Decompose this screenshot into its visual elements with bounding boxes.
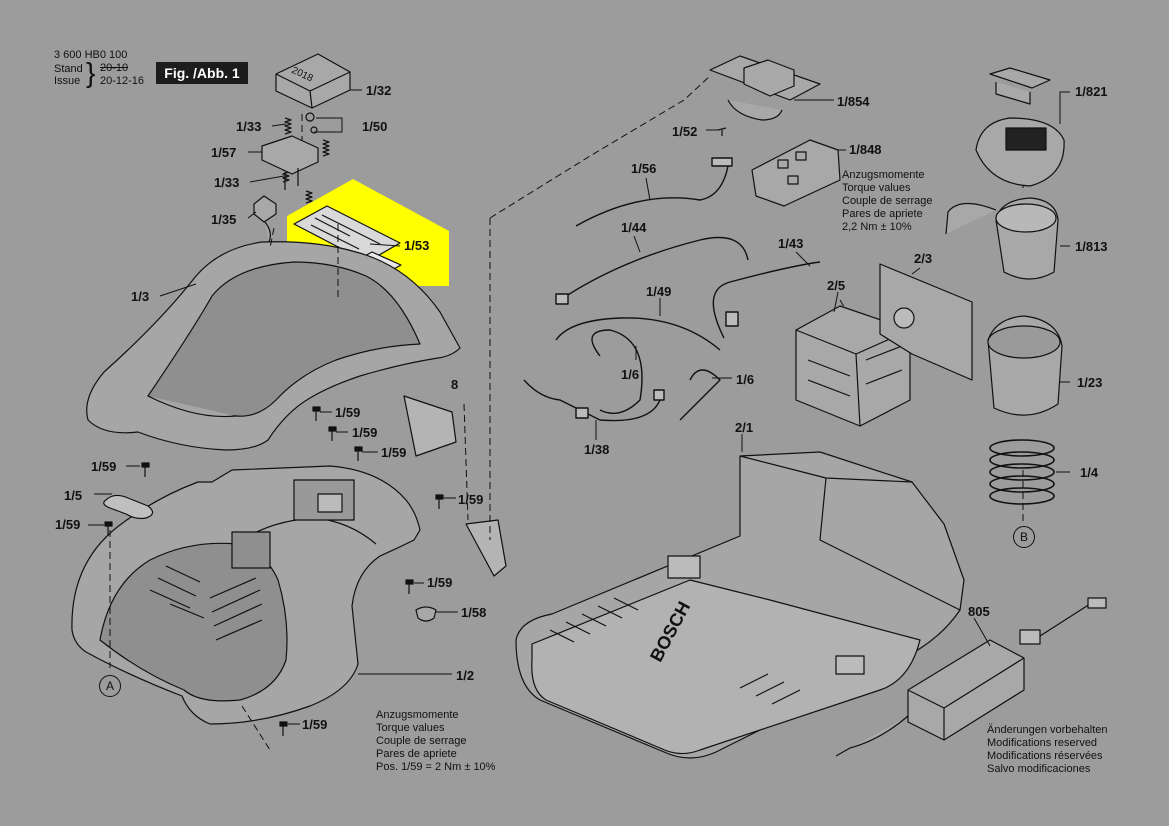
torque-line: Couple de serrage [842,195,933,207]
part-1-854-module [709,55,821,121]
label-1-59: 1/59 [302,717,328,732]
part-1-58-foot [415,606,437,622]
label-1-33: 1/33 [214,175,240,190]
part-1-5-slot [103,494,154,520]
label-1-49: 1/49 [646,284,672,299]
label-1-59: 1/59 [427,575,453,590]
part-1-23-motor-housing [987,315,1063,416]
torque-line: Pares de apriete [376,748,457,760]
issue-label: Issue [54,75,81,87]
callout-a: A [99,675,121,697]
label-1-35: 1/35 [211,212,237,227]
spring-icon [282,117,330,204]
torque-note-lower: Anzugsmomente Torque values Couple de se… [376,709,495,774]
part-1-2-housing [71,465,421,725]
part-2-5-battery-module [795,305,911,427]
label-1-44: 1/44 [621,220,647,235]
label-1-821: 1/821 [1075,84,1108,99]
part-1-3-hood [86,241,461,451]
issue-date: 20-12-16 [100,75,145,87]
part-number: 3 600 HB0 100 [54,49,128,61]
label-1-53: 1/53 [404,238,430,253]
label-1-3: 1/3 [131,289,150,304]
part-8-panels [403,395,507,577]
label-1-33: 1/33 [236,119,262,134]
part-1-813-motor [945,197,1059,280]
label-1-6: 1/6 [736,372,755,387]
label-1-50: 1/50 [362,119,388,134]
part-1-35-clip [253,195,277,243]
modifications-line: Salvo modificaciones [987,763,1091,775]
torque-line: 2,2 Nm ± 10% [842,221,912,233]
label-1-38: 1/38 [584,442,610,457]
leader-lines [109,75,1024,751]
stand-label: Stand [54,63,83,75]
torque-line: Anzugsmomente [842,169,925,181]
label-1-59: 1/59 [55,517,81,532]
torque-line: Pos. 1/59 = 2 Nm ± 10% [376,761,496,773]
label-1-57: 1/57 [211,145,237,160]
label-1-43: 1/43 [778,236,804,251]
label-1-59: 1/59 [381,445,407,460]
label-1-6: 1/6 [621,367,640,382]
label-1-32: 1/32 [366,83,392,98]
part-1-4-spring [989,439,1055,505]
modifications-line: Modifications reserved [987,737,1098,749]
part-1-32-cover [275,53,351,109]
label-1-5: 1/5 [64,488,83,503]
torque-line: Anzugsmomente [376,709,459,721]
label-1-813: 1/813 [1075,239,1108,254]
modifications-note: Änderungen vorbehalten Modifications res… [987,724,1107,776]
label-1-4: 1/4 [1080,465,1099,480]
label-leader-lines [88,89,1070,725]
label-1-59: 1/59 [458,492,484,507]
modifications-line: Änderungen vorbehalten [987,724,1108,736]
figure-label: Fig. /Abb. 1 [156,62,248,84]
label-1-59: 1/59 [352,425,378,440]
label-2-1: 2/1 [735,420,754,435]
part-2-3-bracket [879,263,973,381]
part-805-power-supply [835,597,1107,757]
part-1-821-cap [989,67,1051,105]
torque-line: Couple de serrage [376,735,467,747]
label-1-848: 1/848 [849,142,882,157]
stand-date: 20-10 [100,62,129,74]
label-1-58: 1/58 [461,605,487,620]
part-1-57-lever [261,135,319,190]
modifications-line: Modifications réservées [987,750,1103,762]
part-1-848-circuit-board [751,139,841,207]
screw-icon [717,127,727,136]
label-1-2: 1/2 [456,668,475,683]
screw-icon [305,112,315,122]
torque-line: Torque values [842,182,911,194]
washer-icon [310,126,318,134]
part-2-1-base-plate [515,451,965,759]
label-8: 8 [451,377,459,392]
callout-b: B [1013,526,1035,548]
label-2-5: 2/5 [827,278,846,293]
label-1-56: 1/56 [631,161,657,176]
torque-line: Torque values [376,722,445,734]
torque-note-upper: Anzugsmomente Torque values Couple de se… [842,169,933,234]
part-1-821-gear-cover [975,117,1065,187]
screw-icon [104,406,444,736]
torque-line: Pares de apriete [842,208,923,220]
header-brace: } [86,57,96,88]
label-1-23: 1/23 [1077,375,1103,390]
label-1-59: 1/59 [91,459,117,474]
label-1-59: 1/59 [335,405,361,420]
label-2-3: 2/3 [914,251,933,266]
cable-icon [523,157,821,422]
label-1-854: 1/854 [837,94,870,109]
label-805: 805 [968,604,990,619]
label-1-52: 1/52 [672,124,698,139]
